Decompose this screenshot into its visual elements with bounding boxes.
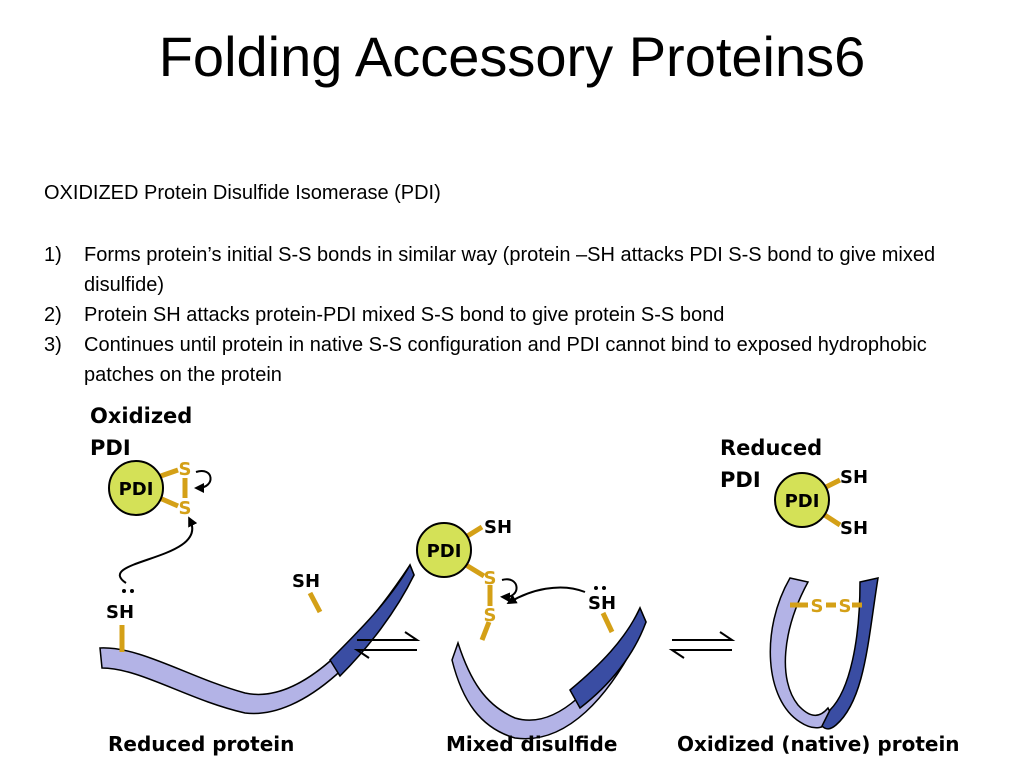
oxidized-pdi-label-line1: Oxidized: [90, 404, 192, 428]
protein-ribbon-dark-segment: [329, 563, 415, 678]
sulfur-label: S: [484, 605, 497, 626]
reduced-protein-label: Reduced protein: [108, 732, 294, 756]
steps-list: 1) Forms protein’s initial S-S bonds in s…: [44, 240, 974, 390]
lone-pair-dot: [122, 589, 126, 593]
thiol-label: SH: [840, 518, 868, 539]
native-protein-ribbon-light: [769, 577, 834, 729]
sulfur-label: S: [179, 459, 192, 480]
thiol-label: SH: [484, 517, 512, 538]
oxidized-pdi-label-line2: PDI: [90, 436, 131, 460]
sulfur-label: S: [811, 596, 824, 617]
sulfur-label: S: [179, 498, 192, 519]
attack-arrow-icon: [506, 586, 586, 605]
step-number: 2): [44, 304, 62, 326]
equilibrium-arrow-icon: [357, 631, 421, 641]
mixed-disulfide-label: Mixed disulfide: [446, 732, 617, 756]
step-number: 3): [44, 334, 62, 356]
step-text: Continues until protein in native S-S co…: [84, 334, 927, 386]
pdi-label: PDI: [785, 491, 820, 512]
pdi-circle: [108, 460, 164, 516]
sh-bond: [307, 591, 323, 614]
sulfur-label: S: [484, 568, 497, 589]
equilibrium-arrow-icon: [672, 631, 736, 641]
pdi-circle: [774, 472, 830, 528]
step-text: Protein SH attacks protein-PDI mixed S-S…: [84, 304, 725, 326]
oxidized-native-protein-label: Oxidized (native) protein: [677, 732, 960, 756]
step-number: 1): [44, 244, 62, 266]
thiol-label: SH: [588, 593, 616, 614]
sh-bond: [600, 611, 615, 634]
protein-ribbon-dark-segment: [569, 606, 647, 710]
attack-arrow-icon: [118, 516, 198, 584]
lone-pair-dot: [602, 586, 606, 590]
lone-pair-dot: [130, 589, 134, 593]
pdi-circle: [416, 522, 472, 578]
list-item: 1) Forms protein’s initial S-S bonds in s…: [44, 240, 974, 300]
step-text: Forms protein’s initial S-S bonds in sim…: [84, 244, 936, 296]
electron-arrow-icon: [500, 578, 518, 603]
slide-title: Folding Accessory Proteins6: [158, 25, 866, 88]
list-item: 3) Continues until protein in native S-S …: [44, 330, 974, 390]
list-item: 2) Protein SH attacks protein-PDI mixed S…: [44, 300, 974, 330]
reduced-pdi-label-line1: Reduced: [720, 436, 822, 460]
native-protein-ribbon-dark: [821, 577, 879, 730]
sulfur-label: S: [839, 596, 852, 617]
lone-pair-dot: [594, 586, 598, 590]
equilibrium-arrow-icon: [668, 649, 732, 659]
reduced-pdi-label-line2: PDI: [720, 468, 761, 492]
protein-s-bond: [479, 621, 492, 641]
thiol-label: SH: [292, 571, 320, 592]
equilibrium-arrow-icon: [353, 649, 417, 659]
thiol-label: SH: [840, 467, 868, 488]
intro-text: OXIDIZED Protein Disulfide Isomerase (PD…: [44, 182, 441, 204]
pdi-label: PDI: [427, 541, 462, 562]
pdi-label: PDI: [119, 479, 154, 500]
pdi-reaction-diagram: Oxidized PDI PDI S S SH SH Reduced prote…: [90, 404, 960, 756]
electron-arrow-icon: [194, 469, 212, 493]
thiol-label: SH: [106, 602, 134, 623]
